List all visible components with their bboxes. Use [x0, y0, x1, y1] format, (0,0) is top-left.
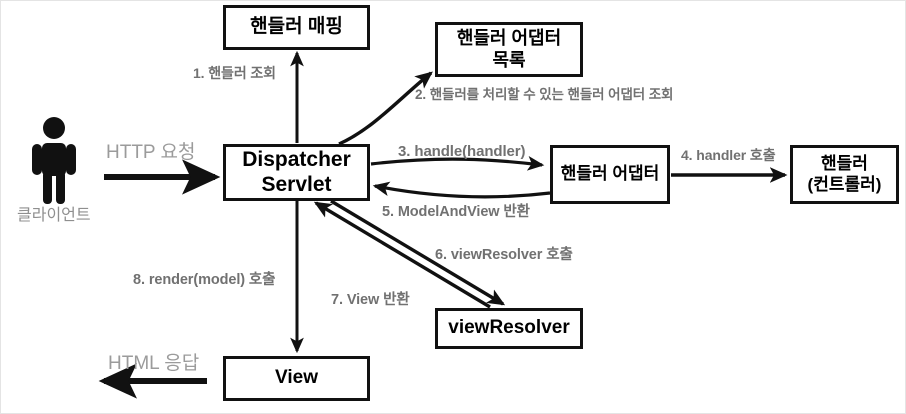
- node-view-resolver-label: viewResolver: [448, 317, 570, 339]
- label-step-4: 4. handler 호출: [681, 147, 776, 163]
- label-step-2: 2. 핸들러를 처리할 수 있는 핸들러 어댑터 조회: [415, 87, 674, 102]
- node-handler-mapping-label: 핸들러 매핑: [250, 16, 343, 38]
- label-http-request: HTTP 요청: [106, 142, 196, 163]
- edge-step-3: [370, 156, 545, 171]
- label-html-response: HTML 응답: [108, 353, 200, 374]
- node-dispatcher-servlet-label-2: Servlet: [261, 172, 332, 196]
- node-dispatcher-servlet[interactable]: Dispatcher Servlet: [223, 144, 370, 201]
- label-step-7: 7. View 반환: [331, 292, 410, 308]
- node-handler-mapping[interactable]: 핸들러 매핑: [223, 5, 370, 50]
- label-step-1: 1. 핸들러 조회: [193, 65, 276, 81]
- label-step-6: 6. viewResolver 호출: [435, 247, 573, 263]
- edge-step-7: [313, 201, 491, 309]
- node-view-resolver[interactable]: viewResolver: [435, 308, 583, 349]
- node-handler-adapter-label: 핸들러 어댑터: [560, 164, 660, 184]
- node-handler-adapter-list-label-1: 핸들러 어댑터: [456, 28, 562, 49]
- edge-step-5: [372, 181, 551, 199]
- node-handler-controller[interactable]: 핸들러 (컨트롤러): [790, 145, 899, 204]
- label-step-3: 3. handle(handler): [398, 143, 526, 160]
- node-handler-controller-label-1: 핸들러: [821, 154, 868, 174]
- edge-step-6: [330, 199, 506, 306]
- node-handler-controller-label-2: (컨트롤러): [807, 174, 882, 194]
- node-handler-adapter[interactable]: 핸들러 어댑터: [550, 145, 670, 204]
- node-handler-adapter-list[interactable]: 핸들러 어댑터 목록: [435, 22, 583, 77]
- person-icon: [32, 117, 76, 204]
- node-handler-adapter-list-label-2: 목록: [492, 49, 526, 70]
- node-view[interactable]: View: [223, 356, 370, 401]
- label-step-5: 5. ModelAndView 반환: [382, 204, 530, 220]
- edge-step-2: [338, 71, 433, 146]
- node-view-label: View: [275, 367, 318, 389]
- node-dispatcher-servlet-label-1: Dispatcher: [242, 147, 351, 171]
- label-step-8: 8. render(model) 호출: [133, 272, 276, 288]
- actor-caption: 클라이언트: [17, 207, 91, 224]
